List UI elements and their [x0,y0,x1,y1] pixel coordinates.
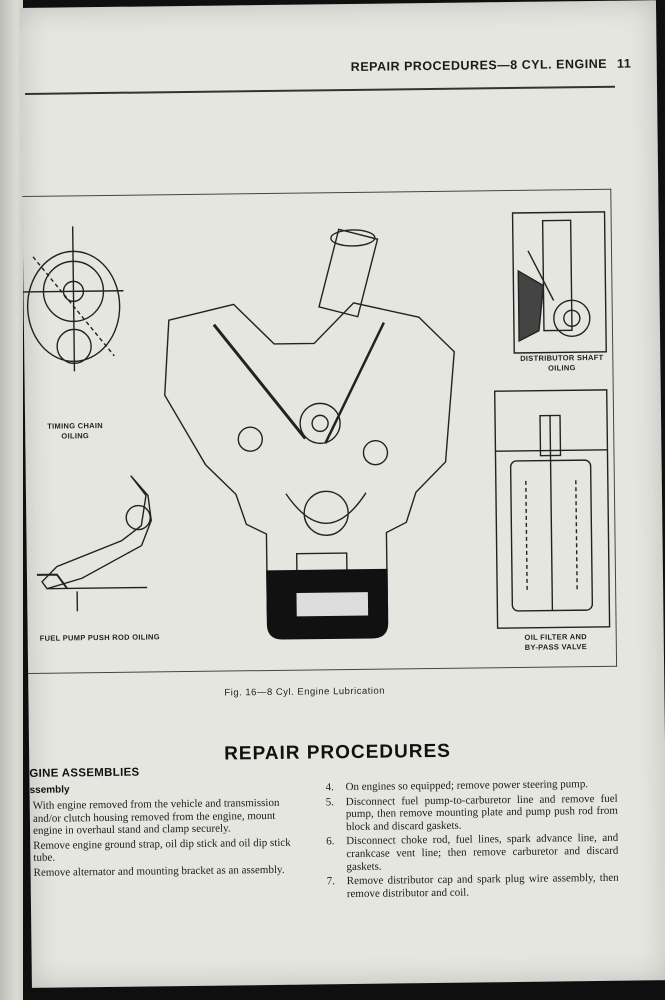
paragraph: With engine removed from the vehicle and… [32,796,280,838]
manual-page: REPAIR PROCEDURES—8 CYL. ENGINE 11 [20,0,665,988]
list-item: 7.Remove distributor cap and spark plug … [326,871,619,900]
section-subheading: ssembly [29,784,70,796]
oil-filter-illustration [494,389,611,629]
section-heading: GINE ASSEMBLIES [29,766,140,780]
section-title: REPAIR PROCEDURES [224,740,451,765]
fuel-pump-illustration [36,475,152,612]
figure-caption: Fig. 16—8 Cyl. Engine Lubrication [224,685,386,699]
list-item: 6.Disconnect choke rod, fuel lines, spar… [326,832,619,873]
list-item: 4.On engines so equipped; remove power s… [325,778,589,794]
engine-lubrication-drawing [23,211,611,640]
header-title: REPAIR PROCEDURES—8 CYL. ENGINE [350,56,608,74]
running-header: REPAIR PROCEDURES—8 CYL. ENGINE 11 [351,57,632,74]
v8-engine-illustration [164,228,455,615]
distributor-label: DISTRIBUTOR SHAFT OILING [520,352,604,373]
distributor-shaft-illustration [511,211,607,354]
fuel-pump-label: FUEL PUMP PUSH ROD OILING [39,632,160,643]
paragraph: Remove alternator and mounting bracket a… [33,863,285,879]
oil-filter-label: OIL FILTER AND BY-PASS VALVE [524,632,588,652]
right-column: 4.On engines so equipped; remove power s… [325,778,618,903]
header-rule [25,85,616,95]
timing-chain-illustration [23,226,124,372]
binding-edge [0,0,23,1000]
page-number: 11 [616,56,632,71]
left-column: With engine removed from the vehicle and… [33,797,296,882]
list-item: 5.Disconnect fuel pump-to-carburetor lin… [325,792,618,833]
lubrication-figure: TIMING CHAIN OILING FUEL PUMP PUSH ROD O… [22,188,618,674]
timing-chain-label: TIMING CHAIN OILING [47,421,104,441]
paragraph: Remove engine ground strap, oil dip stic… [33,836,291,865]
